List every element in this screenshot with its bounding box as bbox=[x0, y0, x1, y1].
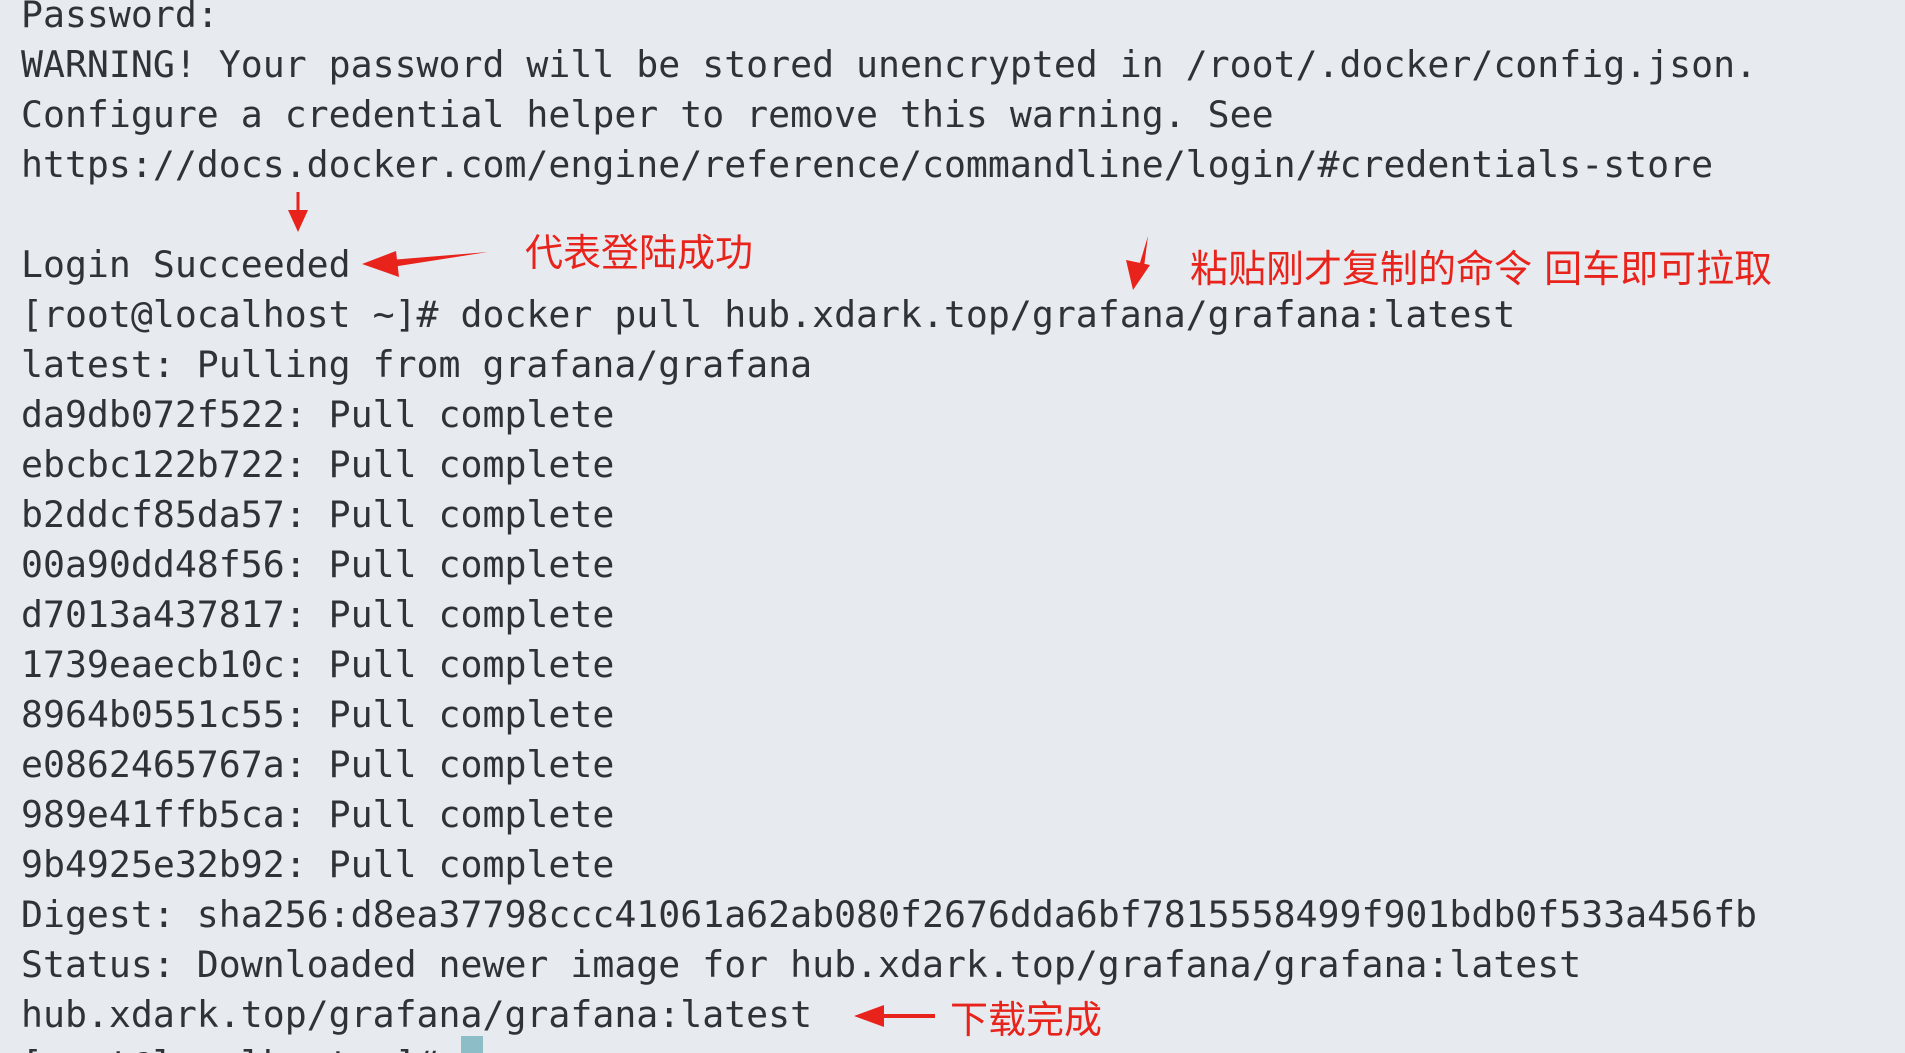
terminal-line-digest: Digest: sha256:d8ea37798ccc41061a62ab080… bbox=[21, 893, 1758, 936]
terminal-line-layer: d7013a437817: Pull complete bbox=[21, 593, 615, 636]
terminal-line-credential-helper: Configure a credential helper to remove … bbox=[21, 93, 1274, 136]
terminal-line-pulling-from: latest: Pulling from grafana/grafana bbox=[21, 343, 813, 386]
terminal-line-layer: e0862465767a: Pull complete bbox=[21, 743, 615, 786]
terminal-line-layer: ebcbc122b722: Pull complete bbox=[21, 443, 615, 486]
terminal-line-docs-url: https://docs.docker.com/engine/reference… bbox=[21, 143, 1714, 186]
terminal-line-login-succeeded: Login Succeeded bbox=[21, 243, 351, 286]
terminal-cursor bbox=[461, 1036, 483, 1053]
terminal-line-password-prompt: Password: bbox=[21, 0, 219, 36]
terminal-line-layer: 8964b0551c55: Pull complete bbox=[21, 693, 615, 736]
arrow-down-icon bbox=[288, 192, 308, 232]
arrow-left-icon bbox=[854, 1005, 935, 1027]
terminal-line-layer: 00a90dd48f56: Pull complete bbox=[21, 543, 615, 586]
terminal-line-status: Status: Downloaded newer image for hub.x… bbox=[21, 943, 1582, 986]
terminal-line-pull-command: [root@localhost ~]# docker pull hub.xdar… bbox=[21, 293, 1516, 336]
terminal-line-layer: 9b4925e32b92: Pull complete bbox=[21, 843, 615, 886]
terminal-line-warning: WARNING! Your password will be stored un… bbox=[21, 43, 1758, 86]
arrow-down-left-icon bbox=[1126, 236, 1150, 290]
terminal-line-prompt: [root@localhost ~]# bbox=[21, 1040, 461, 1053]
terminal-line-image-name: hub.xdark.top/grafana/grafana:latest bbox=[21, 993, 813, 1036]
terminal-line-layer: b2ddcf85da57: Pull complete bbox=[21, 493, 615, 536]
arrow-left-icon bbox=[362, 251, 488, 277]
terminal-line-layer: da9db072f522: Pull complete bbox=[21, 393, 615, 436]
terminal-line-layer: 1739eaecb10c: Pull complete bbox=[21, 643, 615, 686]
terminal-line-layer: 989e41ffb5ca: Pull complete bbox=[21, 793, 615, 836]
annotation-login-success: 代表登陆成功 bbox=[525, 231, 754, 275]
annotation-paste-command: 粘贴刚才复制的命令 回车即可拉取 bbox=[1190, 247, 1773, 291]
annotation-download-complete: 下载完成 bbox=[950, 998, 1103, 1042]
